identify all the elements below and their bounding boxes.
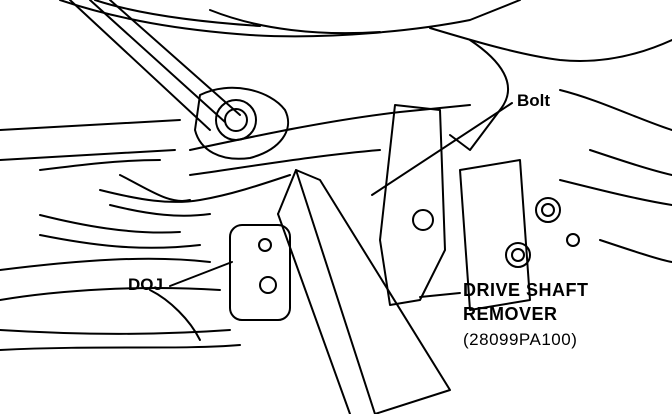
bolt-leader: [371, 102, 513, 196]
bolt-label: Bolt: [517, 91, 551, 110]
axle-shaft-top: [189, 104, 471, 151]
hub-bolt-3: [505, 242, 531, 268]
upper-chassis-outline: [59, 0, 521, 38]
drive-shaft-remover-tool: [295, 169, 451, 414]
remover-leader: [419, 292, 461, 298]
doj-label: DOJ: [128, 275, 163, 294]
upper-link-rod: [69, 0, 211, 131]
wrench: [449, 39, 510, 151]
hub-plate: [379, 104, 446, 306]
tool-label-line2: REMOVER: [463, 304, 558, 324]
hub-bolt-1: [412, 209, 434, 231]
doj-housing: [229, 224, 291, 321]
lower-arm-upper: [0, 119, 181, 131]
tool-label-line1: DRIVE SHAFT: [463, 280, 589, 300]
doj-leader: [169, 261, 233, 287]
axle-shaft-bottom: [189, 149, 381, 176]
doj-boot: [99, 174, 291, 203]
upper-chassis-inner: [94, 0, 261, 27]
hub-bolt-2: [535, 197, 561, 223]
tool-part-number: (28099PA100): [463, 330, 578, 349]
